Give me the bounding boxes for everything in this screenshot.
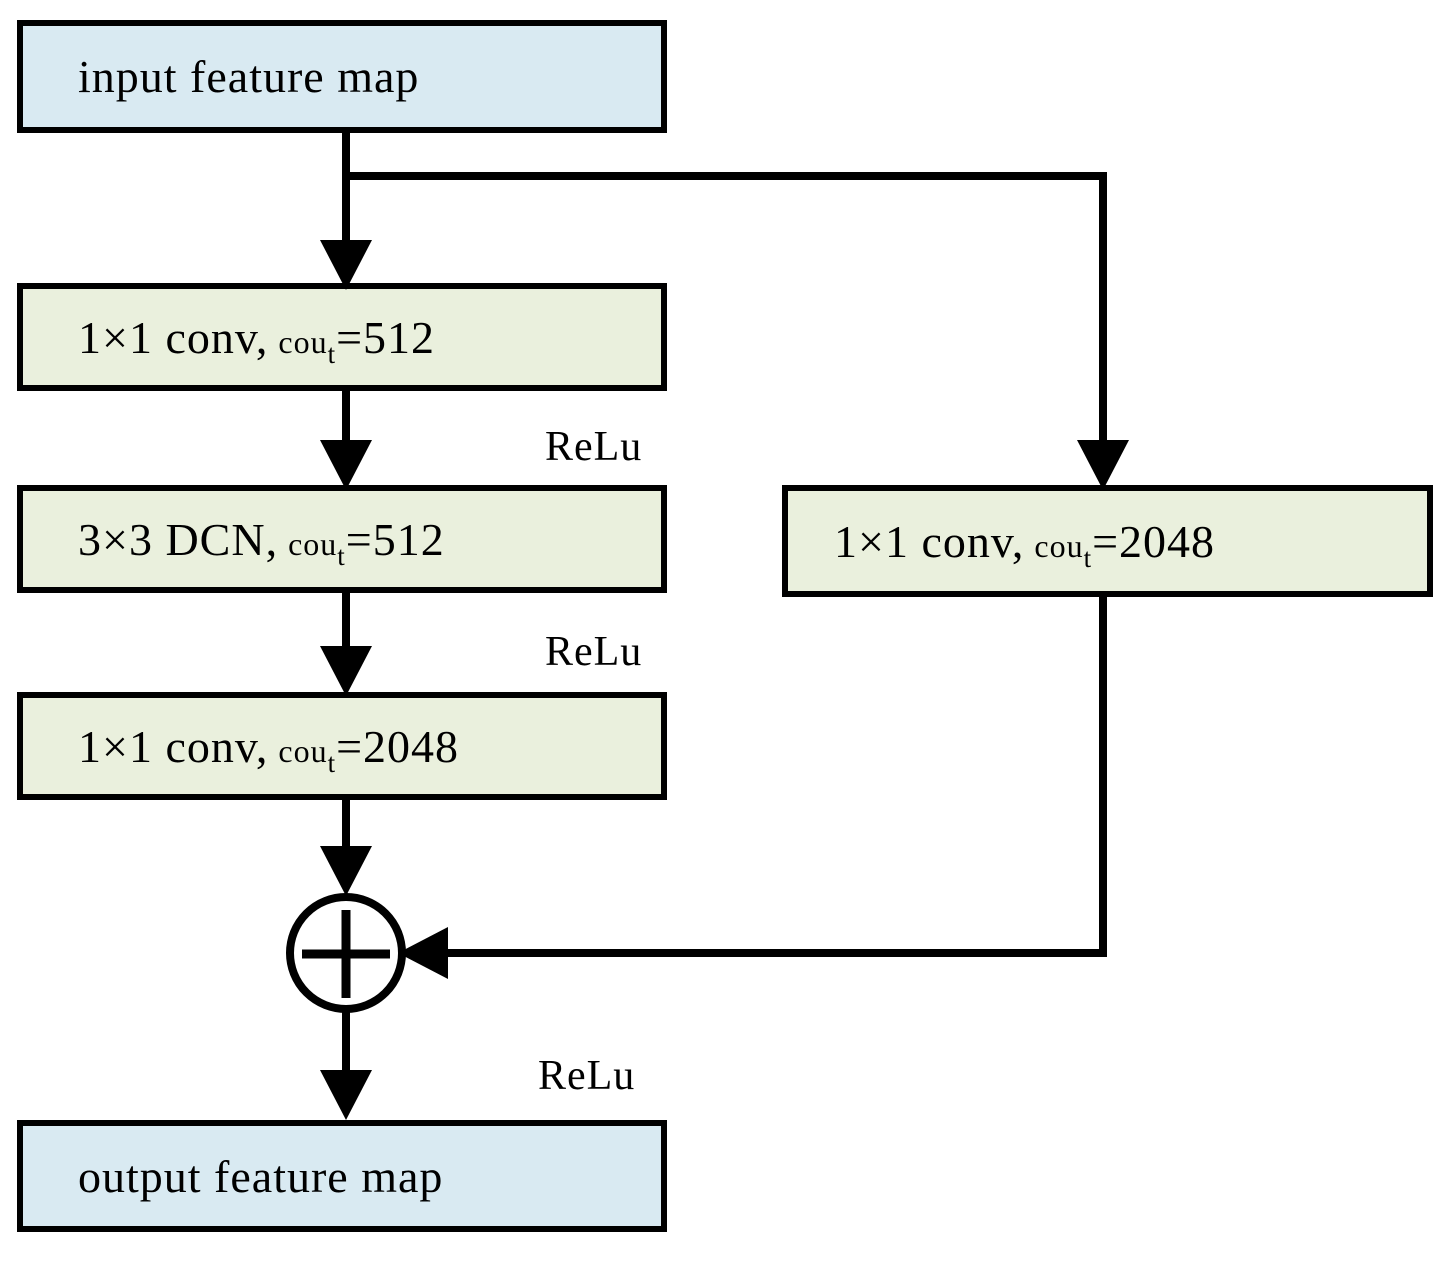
output-feature-map-box: output feature map — [17, 1120, 667, 1232]
arrowhead-into-output — [320, 1070, 372, 1120]
shortcut-conv1x1-2048-label: 1×1 conv,cout=2048 — [834, 515, 1216, 573]
arrowhead-into-adder-top — [320, 846, 372, 896]
dcn3x3-512-box: 3×3 DCN,cout=512 — [17, 485, 667, 593]
arrowhead-into-dcn — [320, 440, 372, 490]
conv1x1-2048-label: 1×1 conv,cout=2048 — [78, 720, 460, 778]
relu-label-3: ReLu — [538, 1053, 636, 1099]
conv1x1-512-label: 1×1 conv,cout=512 — [78, 311, 436, 369]
input-feature-map-label: input feature map — [78, 51, 420, 102]
conv1x1-2048-box: 1×1 conv,cout=2048 — [17, 692, 667, 800]
input-feature-map-box: input feature map — [17, 20, 667, 133]
adder-circle-icon — [286, 893, 406, 1013]
output-feature-map-label: output feature map — [78, 1150, 444, 1202]
arrowhead-into-shortcut-conv — [1077, 440, 1129, 490]
relu-label-2: ReLu — [545, 629, 643, 675]
shortcut-conv1x1-2048-box: 1×1 conv,cout=2048 — [782, 485, 1433, 597]
conv1x1-512-box: 1×1 conv,cout=512 — [17, 283, 667, 391]
dcn3x3-512-label: 3×3 DCN,cout=512 — [78, 513, 445, 571]
arrowhead-into-conv2 — [320, 646, 372, 696]
relu-label-1: ReLu — [545, 424, 643, 470]
arrowhead-into-adder-right — [398, 927, 448, 979]
